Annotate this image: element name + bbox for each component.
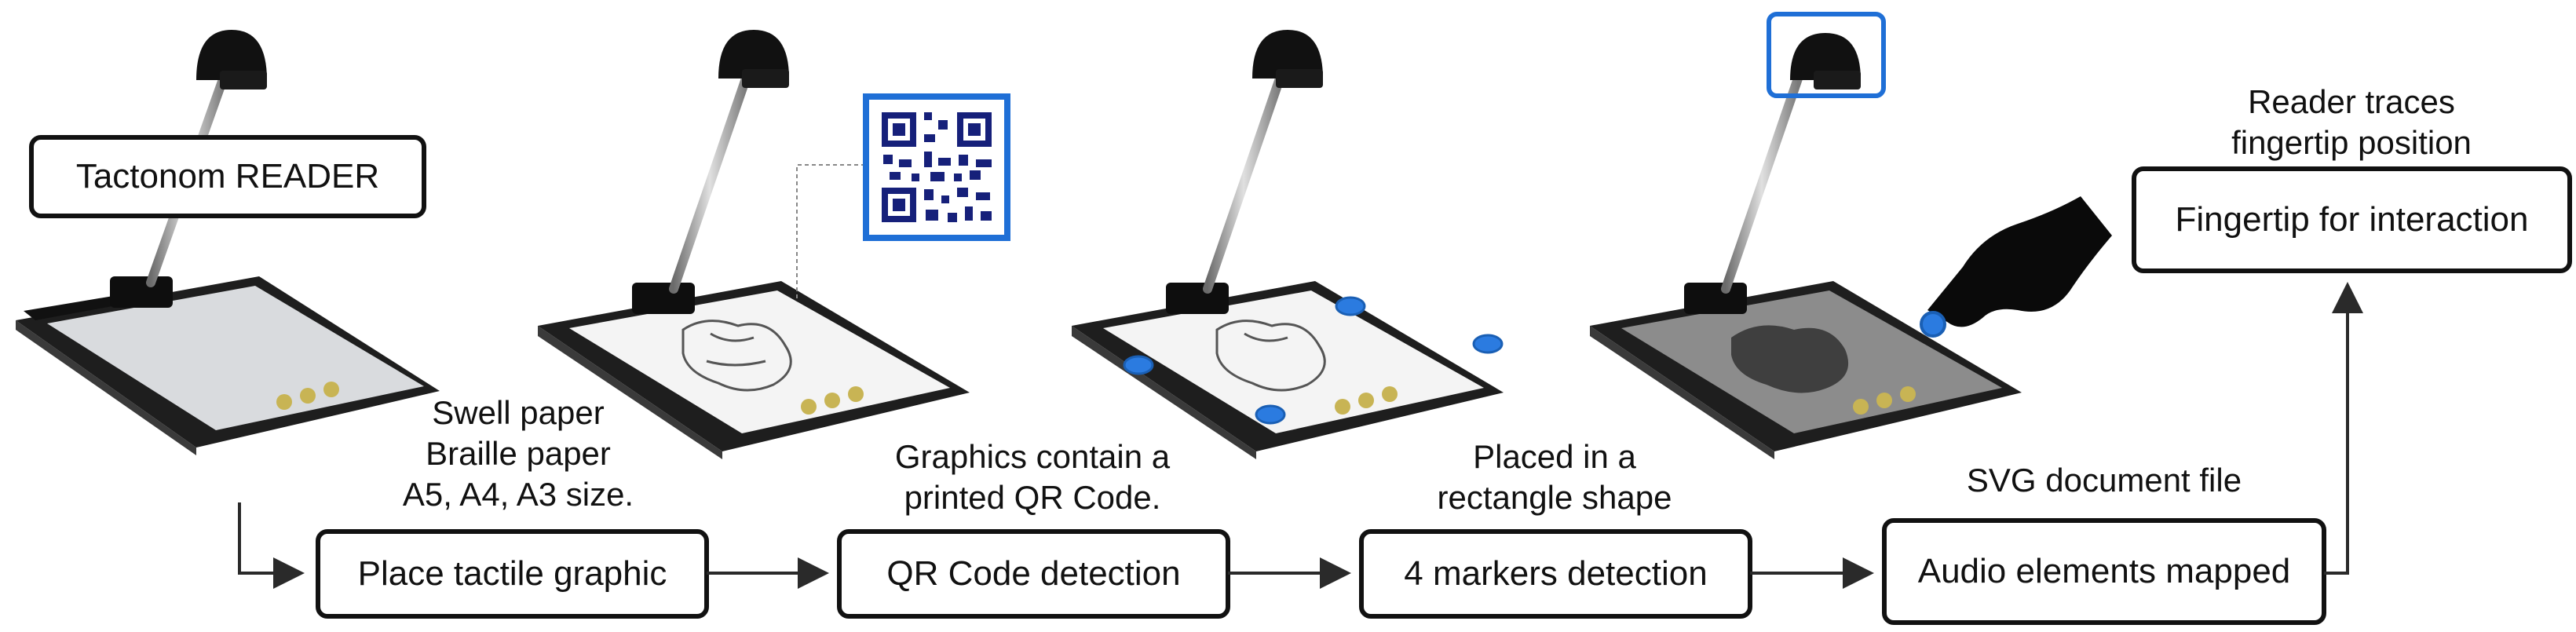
marker-bottom-left bbox=[1255, 404, 1286, 425]
fingertip-marker bbox=[1920, 311, 1946, 338]
arrow-audio-to-final bbox=[2324, 282, 2363, 575]
caption-reader-line-1: Reader traces bbox=[2248, 83, 2455, 120]
camera-highlight bbox=[1767, 12, 1886, 98]
title-box bbox=[29, 135, 426, 218]
device-reader-fingertip bbox=[1590, 12, 2112, 459]
caption-svg: SVG document file bbox=[1916, 460, 2293, 501]
caption-paper: Swell paper Braille paper A5, A4, A3 siz… bbox=[338, 393, 699, 515]
qr-code-icon bbox=[882, 112, 992, 222]
final-box bbox=[2132, 166, 2572, 273]
marker-dots bbox=[1123, 296, 1504, 425]
caption-qr-line-1: Graphics contain a bbox=[894, 438, 1171, 475]
caption-paper-line-1: Swell paper bbox=[432, 394, 605, 431]
caption-reader: Reader traces fingertip position bbox=[2155, 82, 2548, 163]
device-reader-markers bbox=[1072, 30, 1504, 459]
caption-qr: Graphics contain a printed QR Code. bbox=[848, 437, 1217, 518]
device-reader-blank bbox=[16, 30, 440, 455]
control-buttons bbox=[1335, 386, 1398, 415]
step-place-label: Place tactile graphic bbox=[357, 554, 667, 593]
caption-qr-line-2: printed QR Code. bbox=[904, 479, 1161, 516]
camera-icon bbox=[1790, 33, 1861, 80]
caption-reader-line-2: fingertip position bbox=[2231, 124, 2472, 161]
control-buttons bbox=[1853, 386, 1916, 415]
step-markers-label: 4 markers detection bbox=[1404, 554, 1708, 593]
caption-markers: Placed in a rectangle shape bbox=[1370, 437, 1739, 518]
caption-paper-line-2: Braille paper bbox=[426, 435, 611, 472]
step-qr-label: QR Code detection bbox=[886, 554, 1181, 593]
final-box-label: Fingertip for interaction bbox=[2175, 200, 2529, 239]
caption-markers-line-2: rectangle shape bbox=[1437, 479, 1672, 516]
marker-bottom-right bbox=[1472, 334, 1504, 354]
title-box-label: Tactonom READER bbox=[75, 157, 380, 195]
marker-top-right bbox=[1335, 296, 1366, 316]
device-reader-qr bbox=[538, 30, 970, 459]
control-buttons bbox=[801, 386, 864, 415]
control-buttons bbox=[276, 382, 339, 410]
hand-icon bbox=[1927, 196, 2112, 327]
tactile-graphic-outline bbox=[681, 320, 792, 392]
caption-svg-line-1: SVG document file bbox=[1966, 462, 2242, 499]
marker-top-left bbox=[1123, 355, 1154, 375]
caption-paper-line-3: A5, A4, A3 size. bbox=[402, 476, 634, 513]
caption-markers-line-1: Placed in a bbox=[1473, 438, 1636, 475]
tactile-graphic-filled bbox=[1731, 325, 1849, 393]
flow-arrows bbox=[238, 282, 2363, 589]
qr-code-callout bbox=[863, 93, 1010, 241]
qr-leader-line bbox=[796, 164, 864, 298]
arrow-start bbox=[238, 502, 305, 589]
step-audio-label: Audio elements mapped bbox=[1917, 552, 2291, 590]
